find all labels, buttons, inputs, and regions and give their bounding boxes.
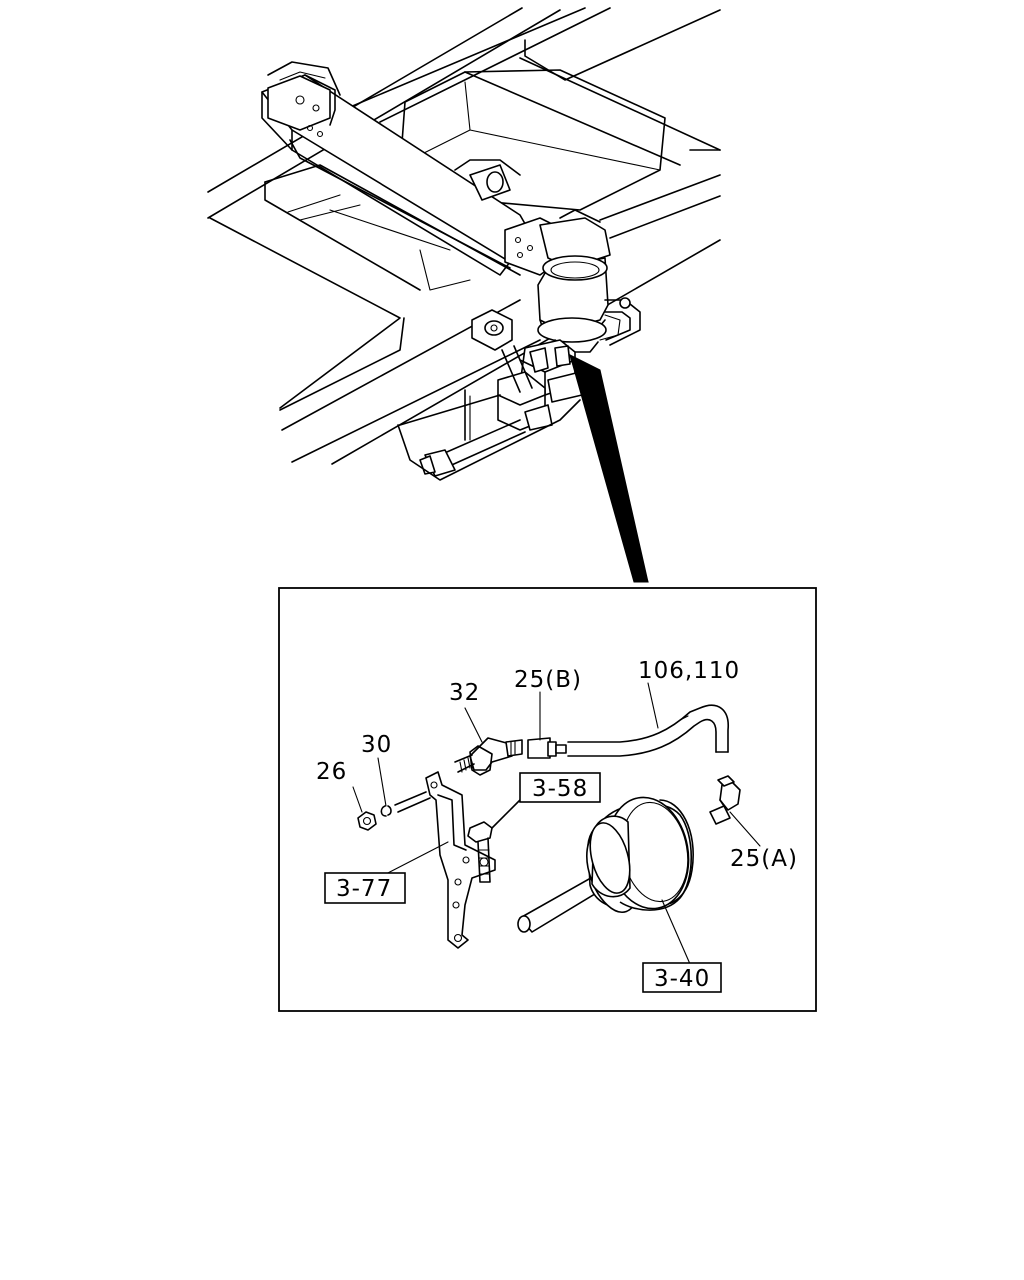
leader-30 [377, 757, 387, 807]
leader-26 [352, 786, 363, 813]
detail-parts [352, 682, 761, 965]
bolt [467, 799, 521, 883]
callout-32: 32 [449, 680, 480, 706]
ref-3-40-label: 3-40 [654, 966, 710, 992]
mounting-bracket [394, 771, 496, 949]
callout-26: 26 [316, 759, 347, 785]
elbow-25a [709, 775, 741, 825]
ref-3-77-label: 3-77 [336, 876, 392, 902]
detail-frame [278, 587, 817, 1012]
chassis-overview [207, 7, 721, 583]
connector-25b [527, 737, 567, 759]
callout-25b: 25(B) [514, 667, 582, 693]
elbow-fitting-32 [454, 737, 523, 776]
ref-3-77[interactable]: 3-77 [324, 872, 406, 904]
leader-377 [381, 841, 449, 877]
nut-26 [357, 811, 377, 831]
ref-3-58[interactable]: 3-58 [519, 772, 601, 803]
callout-30: 30 [361, 732, 392, 758]
leader-32 [464, 707, 483, 743]
leader-106 [647, 682, 659, 729]
washer-30 [380, 805, 392, 817]
leader-25a [729, 811, 761, 847]
ref-3-40[interactable]: 3-40 [642, 962, 722, 993]
leader-340 [661, 899, 691, 965]
callout-106-110: 106,110 [638, 658, 740, 684]
callout-25a: 25(A) [730, 846, 798, 872]
hose-106-110 [567, 704, 729, 757]
ref-3-58-label: 3-58 [532, 776, 588, 802]
air-chamber [517, 796, 694, 933]
